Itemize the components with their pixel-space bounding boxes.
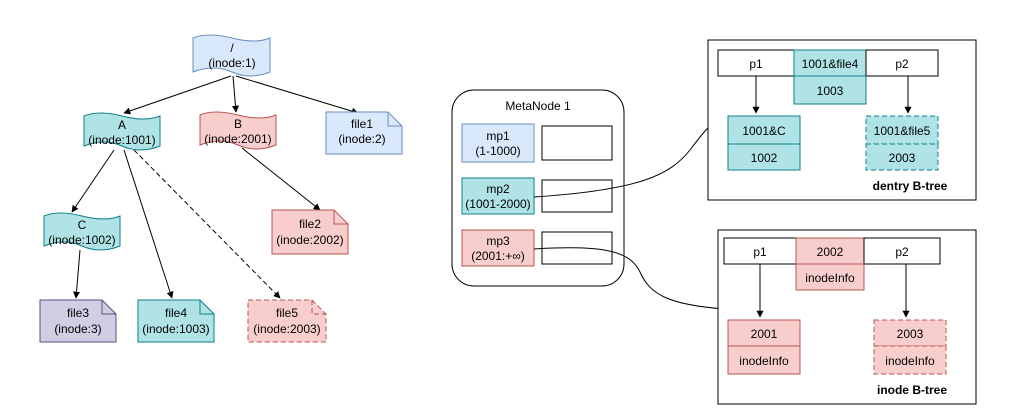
partition-name: mp2 xyxy=(486,182,510,196)
dentry-ptr-p2 xyxy=(865,49,939,77)
file-inode: (inode:2003) xyxy=(253,322,320,336)
dir-node-a: A (inode:1001) xyxy=(83,112,161,151)
dentry-btree: p1 1001&file4 p2 1003 1001&C 1002 1001&f… xyxy=(707,39,977,201)
dir-node-c: C (inode:1002) xyxy=(43,212,121,251)
edge-a-file5 xyxy=(133,149,281,299)
file-name: file5 xyxy=(276,306,298,320)
inode-ptr-p2 xyxy=(863,237,941,265)
partition-mp2: mp2 (1001-2000) xyxy=(461,177,613,215)
file-name: file2 xyxy=(299,217,321,231)
inode-key-label: 2002 xyxy=(817,245,844,259)
file-node-file2: file2 (inode:2002) xyxy=(271,209,349,255)
file-inode: (inode:2) xyxy=(338,132,385,146)
file-name: file3 xyxy=(67,306,89,320)
inode-left-value-label: inodeInfo xyxy=(739,354,789,368)
partition-name: mp3 xyxy=(486,234,510,248)
partition-range: (2001:+∞) xyxy=(471,249,525,263)
dentry-caption: dentry B-tree xyxy=(873,179,948,193)
inode-ptr-p1-label: p1 xyxy=(753,245,767,259)
dentry-key-value-label: 1003 xyxy=(817,84,844,98)
edge-a-c xyxy=(71,149,115,213)
dentry-left-key-label: 1001&C xyxy=(742,124,786,138)
inode-ptr-p2-label: p2 xyxy=(895,245,909,259)
file-inode: (inode:2002) xyxy=(276,233,343,247)
edge-root-b xyxy=(231,75,239,113)
partition-mp1: mp1 (1-1000) xyxy=(461,123,613,163)
dentry-left-value xyxy=(727,143,801,171)
edge-root-a xyxy=(123,75,232,115)
dentry-left-key xyxy=(727,115,801,145)
inode-caption: inode B-tree xyxy=(877,383,947,397)
dir-node-b: B (inode:2001) xyxy=(199,111,277,150)
tree-edges xyxy=(71,75,359,299)
dir-inode: (inode:1002) xyxy=(48,233,115,247)
inode-ptr-p1 xyxy=(723,237,797,265)
dentry-ptr-p1-label: p1 xyxy=(749,57,763,71)
partition-range: (1-1000) xyxy=(475,144,520,158)
partition-slot xyxy=(541,125,613,161)
edge-b-file2 xyxy=(241,147,321,211)
dentry-key-value xyxy=(793,75,867,105)
inode-key-value xyxy=(795,263,865,291)
dentry-right-value xyxy=(865,143,939,171)
dir-node-root: / (inode:1) xyxy=(192,34,271,77)
dentry-ptr-p1 xyxy=(717,49,795,77)
inode-right-key xyxy=(873,319,947,347)
dir-inode: (inode:1001) xyxy=(88,133,155,147)
file-inode: (inode:3) xyxy=(54,322,101,336)
edge-mp3-inode xyxy=(533,247,726,313)
file-name: file1 xyxy=(351,117,373,131)
dentry-right-key xyxy=(865,115,939,145)
edge-c-file3 xyxy=(73,249,81,299)
dentry-key-label: 1001&file4 xyxy=(802,57,859,71)
dentry-right-value-label: 2003 xyxy=(889,151,916,165)
dentry-right-key-label: 1001&file5 xyxy=(874,124,931,138)
partition-name: mp1 xyxy=(486,129,510,143)
file-node-file3: file3 (inode:3) xyxy=(39,299,117,343)
inode-left-key xyxy=(727,319,801,347)
dir-inode: (inode:2001) xyxy=(204,132,271,146)
inode-key-value-label: inodeInfo xyxy=(805,271,855,285)
dir-name: B xyxy=(234,117,242,131)
metanode-container: MetaNode 1 mp1 (1-1000) mp2 (1001-2000) … xyxy=(451,89,625,287)
inode-right-value xyxy=(873,345,947,375)
dentry-left-value-label: 1002 xyxy=(751,151,778,165)
inode-right-value-label: inodeInfo xyxy=(885,354,935,368)
metanode-title: MetaNode 1 xyxy=(505,99,571,113)
dentry-ptr-p2-label: p2 xyxy=(895,57,909,71)
file-node-file1: file1 (inode:2) xyxy=(325,111,403,155)
inode-btree: p1 2002 p2 inodeInfo 2001 inodeInfo 2003… xyxy=(717,229,977,405)
file-name: file4 xyxy=(165,306,187,320)
edge-root-file1 xyxy=(235,75,359,115)
file-node-file5: file5 (inode:2003) xyxy=(247,299,327,343)
file-inode: (inode:1003) xyxy=(142,322,209,336)
file-node-file4: file4 (inode:1003) xyxy=(137,299,215,343)
partition-range: (1001-2000) xyxy=(465,197,530,211)
inode-left-value xyxy=(727,345,801,375)
dir-name: / xyxy=(230,41,234,55)
dir-name: A xyxy=(118,118,126,132)
inode-right-key-label: 2003 xyxy=(897,327,924,341)
inode-left-key-label: 2001 xyxy=(751,327,778,341)
edge-a-file4 xyxy=(123,149,174,299)
dir-inode: (inode:1) xyxy=(208,56,255,70)
dir-name: C xyxy=(78,218,87,232)
